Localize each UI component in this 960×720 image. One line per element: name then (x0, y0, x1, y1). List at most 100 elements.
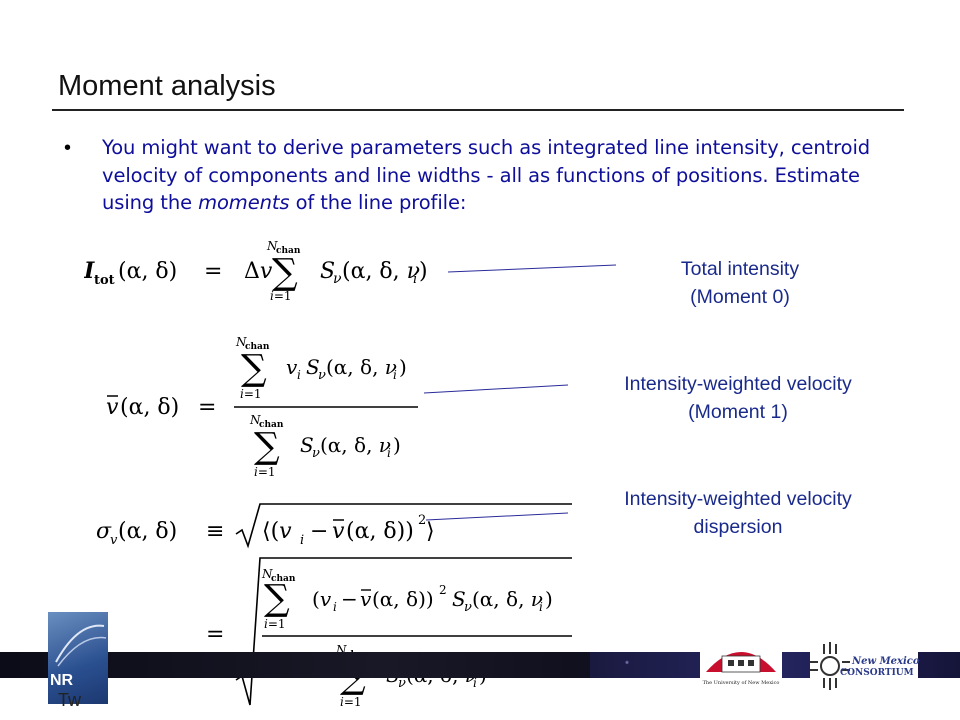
svg-text:∑: ∑ (272, 252, 298, 293)
svg-text:ν: ν (333, 271, 342, 287)
equation-moment1: v (α, δ) = N chan ∑ i=1 v i S ν (α, δ, ν… (106, 332, 426, 480)
svg-text:): ) (399, 355, 407, 379)
svg-text:i=1: i=1 (240, 387, 262, 401)
svg-text:−: − (310, 519, 328, 544)
svg-text:v: v (286, 355, 298, 379)
label-moment2: Intensity-weighted velocity dispersion (588, 485, 888, 541)
svg-text:−: − (341, 587, 358, 611)
svg-text:∑: ∑ (241, 348, 267, 389)
svg-text:): ) (545, 587, 553, 611)
connector-moment0 (447, 264, 617, 273)
svg-text:ν: ν (464, 600, 472, 615)
svg-text:v: v (360, 587, 372, 611)
svg-text:N: N (249, 413, 261, 427)
svg-text:(α, δ, ν: (α, δ, ν (320, 433, 391, 457)
svg-text:i: i (300, 533, 304, 548)
svg-text:Δv: Δv (244, 259, 273, 284)
svg-text:ν: ν (318, 368, 326, 383)
bullet-text-part1: You might want to derive parameters such… (102, 136, 871, 214)
svg-text:ν: ν (398, 676, 406, 691)
svg-text:(α, δ, ν: (α, δ, ν (326, 355, 397, 379)
svg-text:(v: (v (312, 587, 332, 611)
svg-text:2: 2 (418, 513, 426, 528)
svg-text:(α, δ)): (α, δ)) (346, 519, 414, 544)
bullet-text: You might want to derive parameters such… (102, 134, 892, 217)
unm-logo (700, 636, 782, 694)
svg-text:⟨(v: ⟨(v (262, 519, 292, 544)
svg-text:(α, δ): (α, δ) (120, 395, 179, 420)
label-moment0-line2: (Moment 0) (690, 286, 790, 308)
nrao-logo-text: NR (50, 672, 74, 689)
svg-text:S: S (320, 259, 335, 284)
connector-moment2 (425, 512, 569, 521)
svg-text:2: 2 (439, 583, 447, 597)
svg-text:i=1: i=1 (254, 465, 276, 479)
svg-text:I: I (84, 258, 95, 284)
nmc-logo-line1: New Mexico (852, 656, 920, 667)
svg-text:σ: σ (96, 519, 112, 544)
label-moment2-line2: dispersion (693, 516, 783, 538)
nmc-logo (810, 640, 918, 692)
svg-text:): ) (393, 433, 401, 457)
equation-moment0: I tot (α, δ) = Δv N chan ∑ i=1 S ν (α, δ… (84, 236, 434, 304)
svg-text:S: S (452, 587, 466, 611)
svg-text:): ) (419, 259, 428, 284)
svg-text:v: v (110, 533, 118, 548)
svg-text:i: i (413, 272, 417, 287)
label-moment1-line1: Intensity-weighted velocity (624, 373, 852, 395)
svg-text:i: i (393, 368, 397, 382)
bullet-text-emphasis: moments (198, 191, 290, 214)
slide-title: Moment analysis (58, 70, 276, 102)
svg-text:i: i (473, 676, 477, 690)
svg-text:(α, δ)): (α, δ)) (372, 587, 434, 611)
title-underline (52, 109, 904, 111)
svg-text:∑: ∑ (264, 578, 290, 619)
connector-moment1 (423, 384, 569, 394)
svg-text:S: S (300, 433, 314, 457)
svg-text:≡: ≡ (206, 519, 224, 544)
footer-text: Tw (58, 690, 82, 710)
svg-text:(α, δ): (α, δ) (118, 519, 177, 544)
svg-text:tot: tot (94, 273, 115, 288)
svg-text:(α, δ, ν: (α, δ, ν (342, 259, 420, 284)
svg-text:i: i (387, 446, 391, 460)
svg-text:v: v (106, 395, 119, 420)
svg-text:i: i (333, 600, 337, 614)
zia-sun-icon (810, 642, 850, 690)
unm-building-icon (706, 652, 776, 673)
svg-text:⟩: ⟩ (426, 519, 435, 544)
svg-text:chan: chan (271, 574, 296, 584)
svg-text:i=1: i=1 (340, 695, 362, 709)
svg-text:(α, δ, ν: (α, δ, ν (472, 587, 543, 611)
svg-text:v: v (332, 519, 345, 544)
bullet-marker: • (64, 137, 72, 159)
label-moment2-line1: Intensity-weighted velocity (624, 488, 852, 510)
nmc-logo-line2: CONSORTIUM (840, 668, 914, 678)
svg-text:i=1: i=1 (264, 617, 286, 631)
nrao-dish-icon (55, 624, 107, 667)
svg-text:∑: ∑ (254, 426, 280, 467)
svg-text:S: S (306, 355, 320, 379)
unm-logo-caption: The University of New Mexico (702, 680, 780, 686)
label-moment1: Intensity-weighted velocity (Moment 1) (588, 370, 888, 426)
svg-text:i: i (539, 600, 543, 614)
label-moment0-line1: Total intensity (680, 258, 800, 280)
svg-text:i=1: i=1 (270, 289, 292, 303)
nrao-logo (48, 612, 108, 704)
svg-text:chan: chan (259, 420, 284, 430)
svg-text:=: = (198, 395, 216, 420)
label-moment0: Total intensity (Moment 0) (640, 255, 840, 311)
svg-text:i: i (297, 368, 301, 382)
svg-text:N: N (261, 567, 273, 581)
bullet-text-part3: of the line profile: (289, 191, 467, 214)
svg-text:=: = (204, 259, 222, 284)
svg-text:chan: chan (245, 342, 270, 352)
svg-text:N: N (266, 239, 278, 253)
svg-text:(α, δ): (α, δ) (118, 259, 177, 284)
label-moment1-line2: (Moment 1) (688, 401, 788, 423)
svg-text:ν: ν (312, 446, 320, 461)
svg-text:chan: chan (276, 246, 301, 256)
svg-text:=: = (206, 622, 224, 647)
svg-text:N: N (235, 335, 247, 349)
